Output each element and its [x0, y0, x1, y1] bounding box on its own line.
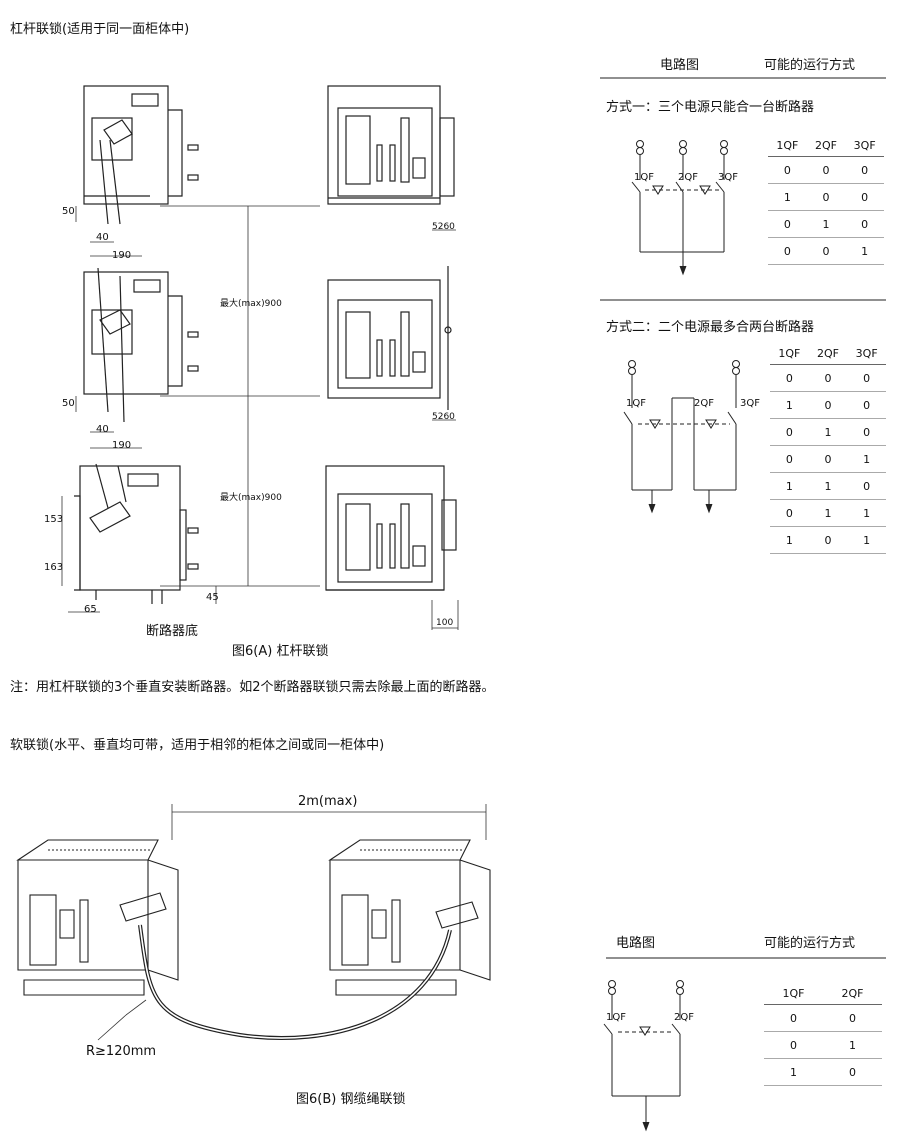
dim-50-mid: 50 — [62, 398, 75, 409]
breaker-3d-right — [328, 839, 491, 996]
dim-45: 45 — [206, 592, 219, 603]
section-b-heading: 软联锁(水平、垂直均可带，适用于相邻的柜体之间或同一柜体中) — [10, 738, 385, 753]
dim-5260-mid: 5260 — [432, 412, 455, 422]
dim-190-mid: 190 — [112, 440, 132, 451]
mode1-label-2qf: 2QF — [678, 172, 698, 183]
dim-40-mid: 40 — [96, 424, 109, 435]
mode2-title: 方式二：二个电源最多合两台断路器 — [606, 320, 815, 335]
dim-65: 65 — [84, 604, 97, 615]
breaker-base-label: 断路器底 — [146, 624, 199, 639]
dim-40-top: 40 — [96, 232, 109, 243]
modes-header: 可能的运行方式 — [764, 58, 856, 73]
circuit-diagram-mode2 — [623, 360, 740, 514]
figure-a-caption: 图6(A) 杠杆联锁 — [232, 644, 329, 659]
dim-153: 153 — [44, 514, 64, 525]
cable-label-1qf: 1QF — [606, 1012, 626, 1023]
dim-190-top: 190 — [112, 250, 132, 261]
mode2-label-1qf: 1QF — [626, 398, 646, 409]
bend-radius-label: R≥120mm — [86, 1044, 157, 1059]
breaker-front-view-bottom — [325, 465, 457, 591]
dim-50-top: 50 — [62, 206, 75, 217]
breaker-side-view-bottom — [74, 463, 199, 604]
mode1-label-1qf: 1QF — [634, 172, 654, 183]
dim-max900-a: 最大(max)900 — [220, 299, 282, 309]
dim-163: 163 — [44, 562, 64, 573]
circuit-header: 电路图 — [660, 58, 700, 73]
breaker-3d-left — [16, 839, 179, 996]
dim-5260-top: 5260 — [432, 222, 455, 232]
cable-label-2qf: 2QF — [674, 1012, 694, 1023]
mode1-label-3qf: 3QF — [718, 172, 738, 183]
note-text: 注：用杠杆联锁的3个垂直安装断路器。如2个断路器联锁只需去除最上面的断路器。 — [10, 680, 495, 695]
mode1-title: 方式一：三个电源只能合一台断路器 — [606, 100, 815, 115]
mode2-label-2qf: 2QF — [694, 398, 714, 409]
circuit-diagram-mode1 — [631, 140, 728, 276]
circuit-header-b: 电路图 — [616, 936, 656, 951]
breaker-front-view-middle — [327, 266, 452, 410]
mode2-label-3qf: 3QF — [740, 398, 760, 409]
figure-b-caption: 图6(B) 钢缆绳联锁 — [296, 1092, 406, 1107]
dim-100: 100 — [436, 618, 454, 628]
dim-max900-b: 最大(max)900 — [220, 493, 282, 503]
breaker-side-view-top — [83, 85, 199, 225]
breaker-front-view-top — [327, 85, 455, 205]
section-a-heading: 杠杆联锁(适用于同一面柜体中) — [10, 22, 190, 37]
breaker-side-view-middle — [83, 267, 199, 423]
cable-distance-label: 2m(max) — [298, 794, 358, 809]
circuit-diagram-cable — [603, 980, 684, 1132]
modes-header-b: 可能的运行方式 — [764, 936, 856, 951]
